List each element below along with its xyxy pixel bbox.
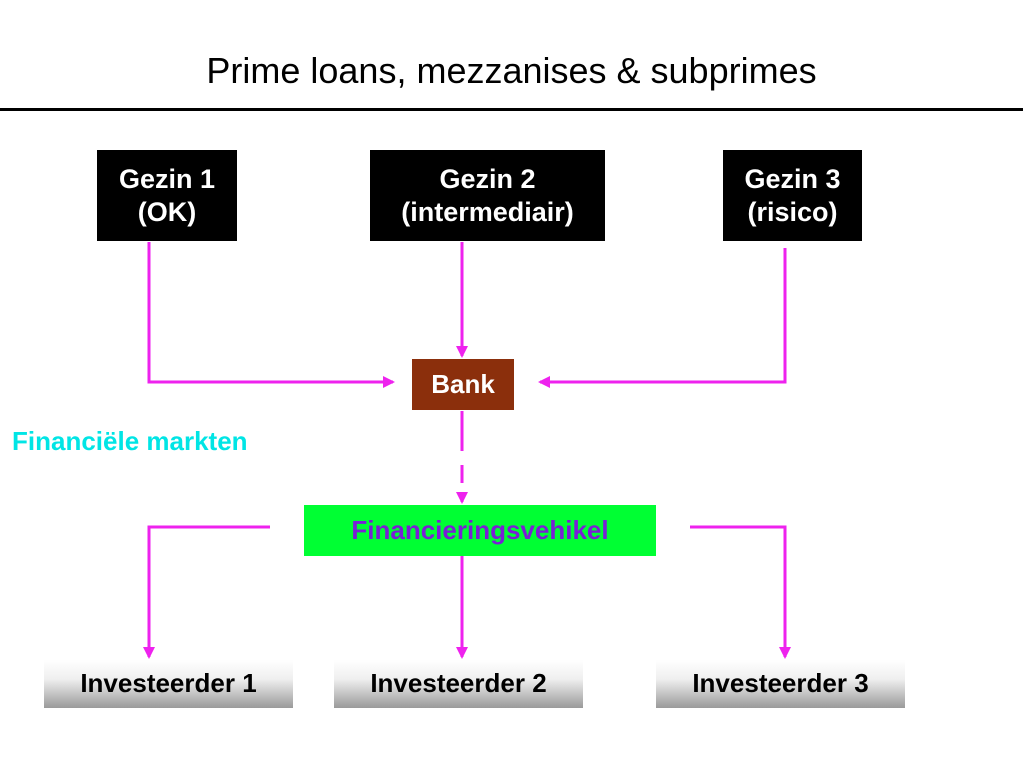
- bank-label: Bank: [431, 368, 495, 399]
- household-3-status: (risico): [747, 196, 838, 227]
- household-box-1: Gezin 1 (OK): [97, 150, 237, 241]
- investor-box-1: Investeerder 1: [44, 660, 293, 708]
- investor-box-3: Investeerder 3: [656, 660, 905, 708]
- arrow-vehicle-to-investor-1: [143, 525, 270, 659]
- investor-3-label: Investeerder 3: [692, 668, 869, 699]
- financial-markets-label: Financiële markten: [12, 426, 248, 456]
- household-1-status: (OK): [137, 196, 197, 227]
- arrow-vehicle-to-investor-3: [690, 525, 791, 659]
- bank-box: Bank: [412, 359, 514, 410]
- investor-2-label: Investeerder 2: [370, 668, 547, 699]
- financing-vehicle-label: Financieringsvehikel: [351, 514, 609, 545]
- investor-1-label: Investeerder 1: [80, 668, 257, 699]
- financing-vehicle-box: Financieringsvehikel: [304, 505, 656, 556]
- arrow-gezin3-to-bank: [538, 248, 787, 388]
- investor-box-2: Investeerder 2: [334, 660, 583, 708]
- title-divider: [0, 108, 1023, 111]
- household-box-2: Gezin 2 (intermediair): [370, 150, 605, 241]
- household-box-3: Gezin 3 (risico): [723, 150, 862, 241]
- household-3-name: Gezin 3: [744, 164, 841, 195]
- arrow-gezin1-to-bank: [147, 242, 395, 388]
- household-2-status: (intermediair): [401, 196, 574, 227]
- slide-title: Prime loans, mezzanises & subprimes: [206, 50, 817, 91]
- household-1-name: Gezin 1: [118, 164, 216, 195]
- household-2-name: Gezin 2: [439, 164, 536, 195]
